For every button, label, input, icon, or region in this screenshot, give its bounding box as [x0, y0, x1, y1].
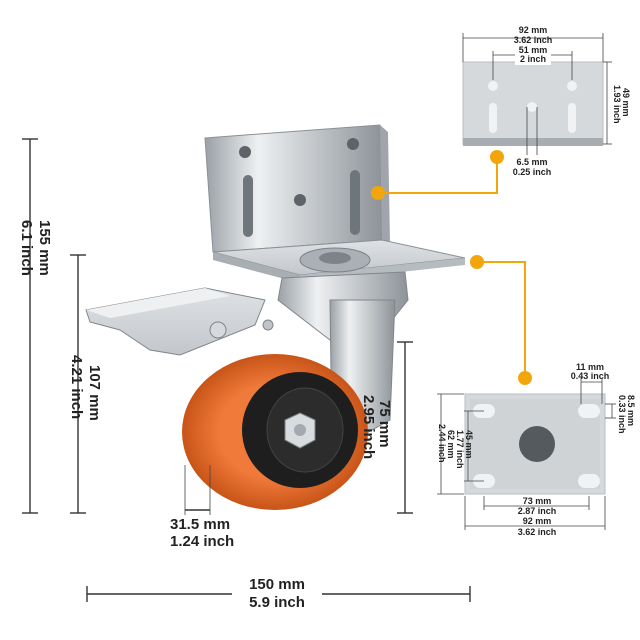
axle-nut-center [294, 424, 306, 436]
side-plate-height-mm: 49 mm [621, 88, 631, 117]
brake-rivet [209, 321, 227, 339]
total-length-mm: 150 mm [249, 576, 305, 593]
top-plate-hole-spacing-v-mm: 45 mm [464, 430, 474, 459]
top-plate-hole-spacing-h-inch: 2.87 inch [518, 506, 557, 516]
side-plate-hole-spacing-inch: 2 inch [520, 54, 546, 64]
top-plate-slot-length-mm: 11 mm [576, 362, 604, 372]
top-plate-hole-spacing-h-mm: 73 mm [523, 496, 552, 506]
top-plate-slot-width-mm: 8.5 mm [626, 395, 636, 426]
top-plate-width-inch: 3.62 inch [518, 527, 557, 537]
dim-body-height: 107 mm 4.21 inch [68, 254, 103, 514]
top-plate-height-inch: 2.44 inch [437, 424, 447, 463]
horizontal-plate-front [213, 252, 300, 283]
side-plate-width-inch: 3.62 inch [514, 35, 553, 45]
top-plate-slot-width-inch: 0.33 inch [617, 395, 627, 434]
body-height-inch: 4.21 inch [68, 355, 85, 419]
total-height-inch: 6.1 inch [18, 220, 35, 276]
leader-dot-top-plate-end [518, 371, 532, 385]
plate-slot-left [243, 175, 253, 237]
brake-rivet-small [262, 319, 274, 331]
plate-hole-top-left [239, 146, 251, 158]
plate-hole-top-right [347, 138, 359, 150]
body-height-mm: 107 mm [86, 365, 103, 421]
side-plate-base [463, 138, 603, 146]
caster-illustration [85, 124, 466, 510]
wheel-width-inch: 1.24 inch [170, 533, 234, 550]
side-plate-hole-diameter-inch: 0.25 inch [513, 167, 552, 177]
top-plate-height-mm: 62 mm [446, 430, 456, 459]
top-plate-slot-length-inch: 0.43 inch [571, 371, 610, 381]
wheel-width-mm: 31.5 mm [170, 516, 230, 533]
leader-dot-side-plate-end [490, 150, 504, 164]
dim-wheel-width: 31.5 mm 1.24 inch [170, 465, 234, 550]
vertical-plate-edge [380, 125, 390, 244]
dim-wheel-diameter: 75 mm 2.95 inch [360, 341, 413, 514]
top-plate-width-mm: 92 mm [523, 516, 552, 526]
leader-dot-top-plate [470, 255, 484, 269]
top-plate-center-hole [519, 426, 555, 462]
leader-dot-side-plate [371, 186, 385, 200]
side-plate-width-mm: 92 mm [519, 25, 548, 35]
dim-total-height: 155 mm 6.1 inch [18, 138, 53, 514]
dim-total-length: 150 mm 5.9 inch [86, 572, 471, 614]
leader-lines [371, 150, 532, 385]
brake-pedal-top [86, 288, 230, 318]
top-plate-inset: 11 mm 0.43 inch 8.5 mm 0.33 inch 45 mm 1… [437, 362, 636, 537]
side-plate-hole-spacing-mm: 51 mm [519, 45, 548, 55]
swivel-center [319, 252, 351, 264]
wheel-diameter-inch: 2.95 inch [360, 395, 377, 459]
side-plate-height-inch: 1.93 inch [612, 85, 622, 124]
top-plate-hole-spacing-v-inch: 1.77 inch [455, 430, 465, 469]
plate-hole-center [294, 194, 306, 206]
side-plate-inset: 92 mm 3.62 inch 51 mm 2 inch 49 mm 1.93 … [462, 25, 631, 177]
plate-slot-right [350, 170, 360, 235]
total-height-mm: 155 mm [36, 220, 53, 276]
wheel-diameter-mm: 75 mm [376, 400, 393, 448]
side-plate-hole-diameter-mm: 6.5 mm [516, 157, 547, 167]
total-length-inch: 5.9 inch [249, 594, 305, 611]
